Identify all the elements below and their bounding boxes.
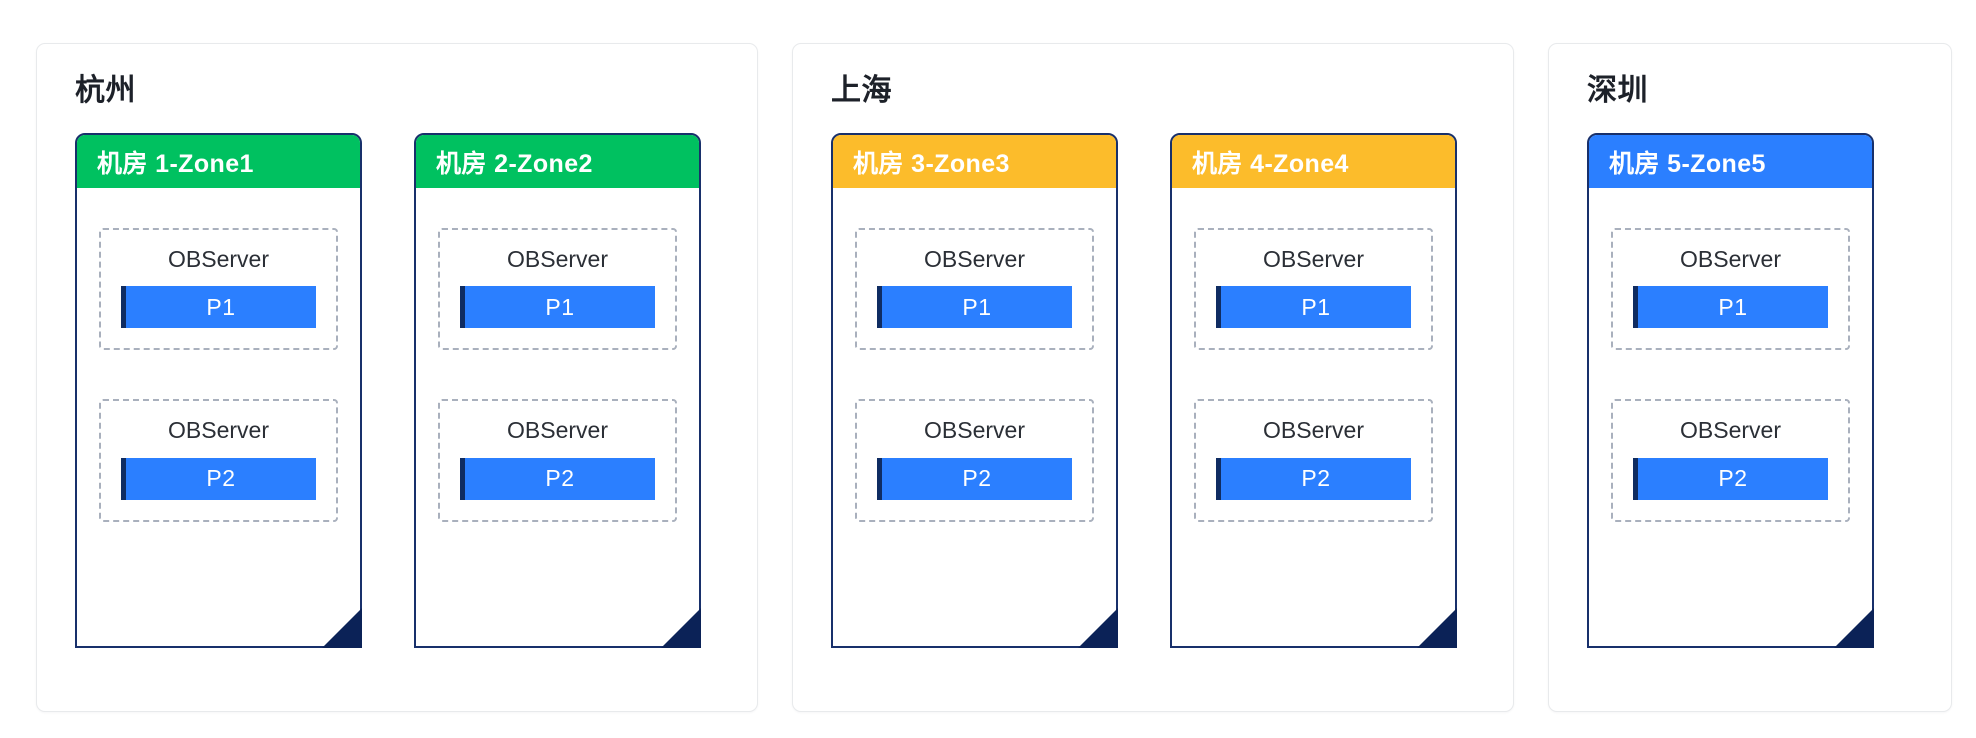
observer-block: OBServer P1 bbox=[438, 228, 677, 351]
observer-block: OBServer P1 bbox=[1194, 228, 1433, 351]
observer-label: OBServer bbox=[507, 246, 608, 272]
partition-box[interactable]: P1 bbox=[1633, 286, 1828, 329]
observer-block: OBServer P2 bbox=[855, 399, 1094, 522]
zone-body: OBServer P1 OBServer P2 bbox=[1589, 188, 1872, 646]
zone-header: 机房 3-Zone3 bbox=[833, 135, 1116, 188]
observer-label: OBServer bbox=[168, 417, 269, 444]
observer-label: OBServer bbox=[168, 246, 269, 272]
zone-card-zone4[interactable]: 机房 4-Zone4 OBServer P1 OBServer P2 bbox=[1170, 133, 1457, 648]
observer-block: OBServer P2 bbox=[1611, 399, 1850, 522]
observer-label: OBServer bbox=[1263, 246, 1364, 272]
observer-label: OBServer bbox=[1680, 246, 1781, 272]
region-title: 深圳 bbox=[1587, 74, 1648, 107]
partition-box[interactable]: P2 bbox=[121, 457, 316, 500]
zones-row: 机房 3-Zone3 OBServer P1 OBServer P2 机房 4-… bbox=[831, 133, 1483, 648]
observer-label: OBServer bbox=[924, 417, 1025, 444]
zone-card-zone2[interactable]: 机房 2-Zone2 OBServer P1 OBServer P2 bbox=[414, 133, 701, 648]
zone-card-zone5[interactable]: 机房 5-Zone5 OBServer P1 OBServer P2 bbox=[1587, 133, 1874, 648]
observer-block: OBServer P1 bbox=[855, 228, 1094, 351]
partition-box[interactable]: P2 bbox=[460, 457, 655, 500]
partition-box[interactable]: P1 bbox=[877, 286, 1072, 329]
observer-block: OBServer P2 bbox=[438, 399, 677, 522]
region-card-shenzhen: 深圳 机房 5-Zone5 OBServer P1 OBServer P2 bbox=[1548, 43, 1952, 712]
observer-block: OBServer P1 bbox=[99, 228, 338, 351]
partition-box[interactable]: P2 bbox=[1633, 457, 1828, 500]
zone-body: OBServer P1 OBServer P2 bbox=[833, 188, 1116, 646]
zone-header: 机房 2-Zone2 bbox=[416, 135, 699, 188]
zones-row: 机房 1-Zone1 OBServer P1 OBServer P2 机房 2-… bbox=[75, 133, 727, 648]
zone-body: OBServer P1 OBServer P2 bbox=[77, 188, 360, 646]
observer-label: OBServer bbox=[1263, 417, 1364, 444]
observer-label: OBServer bbox=[507, 417, 608, 444]
region-title: 上海 bbox=[831, 74, 892, 107]
zone-header: 机房 5-Zone5 bbox=[1589, 135, 1872, 188]
zone-body: OBServer P1 OBServer P2 bbox=[416, 188, 699, 646]
observer-block: OBServer P1 bbox=[1611, 228, 1850, 351]
zone-card-zone1[interactable]: 机房 1-Zone1 OBServer P1 OBServer P2 bbox=[75, 133, 362, 648]
observer-label: OBServer bbox=[924, 246, 1025, 272]
zone-header: 机房 4-Zone4 bbox=[1172, 135, 1455, 188]
zone-body: OBServer P1 OBServer P2 bbox=[1172, 188, 1455, 646]
partition-box[interactable]: P2 bbox=[877, 457, 1072, 500]
partition-box[interactable]: P1 bbox=[460, 286, 655, 329]
region-title: 杭州 bbox=[75, 74, 136, 107]
zones-row: 机房 5-Zone5 OBServer P1 OBServer P2 bbox=[1587, 133, 1921, 648]
zone-header: 机房 1-Zone1 bbox=[77, 135, 360, 188]
observer-block: OBServer P2 bbox=[99, 399, 338, 522]
region-card-shanghai: 上海 机房 3-Zone3 OBServer P1 OBServer P2 bbox=[792, 43, 1514, 712]
region-card-hangzhou: 杭州 机房 1-Zone1 OBServer P1 OBServer P2 bbox=[36, 43, 758, 712]
partition-box[interactable]: P1 bbox=[121, 286, 316, 329]
observer-block: OBServer P2 bbox=[1194, 399, 1433, 522]
observer-label: OBServer bbox=[1680, 417, 1781, 444]
partition-box[interactable]: P1 bbox=[1216, 286, 1411, 329]
zone-card-zone3[interactable]: 机房 3-Zone3 OBServer P1 OBServer P2 bbox=[831, 133, 1118, 648]
partition-box[interactable]: P2 bbox=[1216, 457, 1411, 500]
